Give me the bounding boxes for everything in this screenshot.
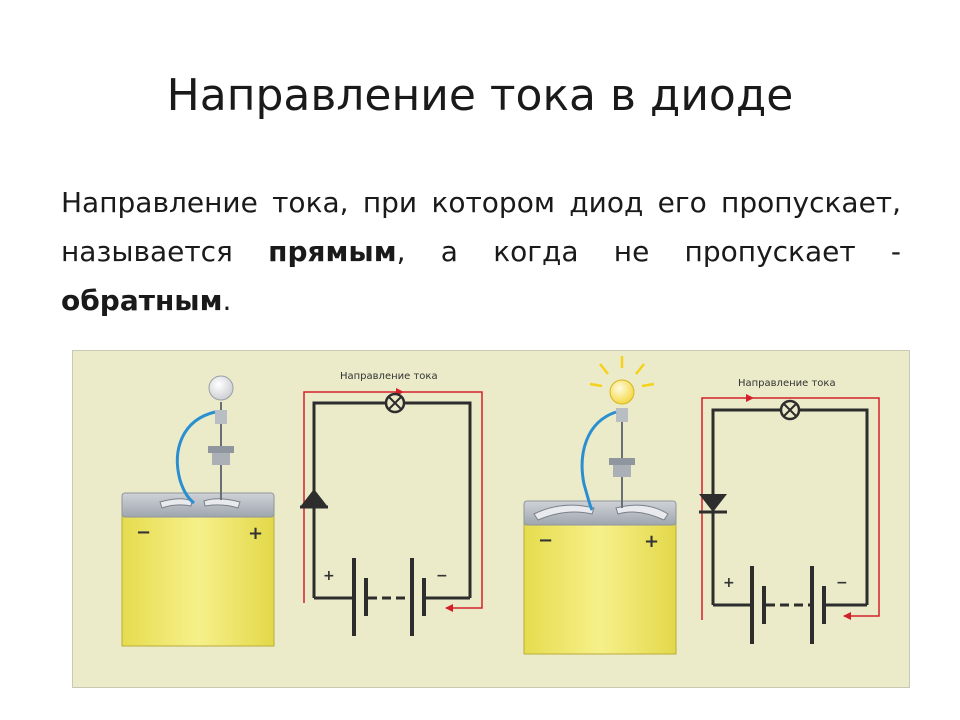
- body-text-part2: , а когда не пропускает -: [396, 235, 902, 268]
- term-forward: прямым: [268, 235, 397, 268]
- current-direction-label: Направление тока: [738, 378, 836, 389]
- lamp-bulb-off: [208, 375, 234, 401]
- current-direction-label: Направление тока: [340, 371, 438, 382]
- current-path: [701, 397, 880, 620]
- term-reverse: обратным: [61, 284, 223, 317]
- lamp-holder-top: [208, 446, 234, 453]
- lamp-base: [215, 410, 227, 424]
- body-text-part3: .: [222, 284, 232, 317]
- right-battery-assembly: − +: [523, 356, 677, 655]
- circuit-minus-sign: −: [836, 575, 848, 591]
- body-text-part1: Направление тока, при котором диод его п…: [61, 186, 901, 268]
- lamp-holder-body: [212, 453, 230, 465]
- lamp-bulb-lit: [609, 379, 635, 405]
- lamp-lead-wire: [580, 410, 617, 511]
- lamp-base: [616, 408, 628, 422]
- circuit-plus-sign: +: [723, 575, 735, 591]
- lamp-glow-rays: [589, 356, 655, 388]
- diode-symbol-icon: [300, 489, 328, 507]
- lamp-holder-top: [609, 458, 635, 465]
- right-schematic: Направление тока + −: [699, 378, 880, 644]
- lamp-symbol-cross: [783, 403, 797, 417]
- battery-body: [523, 517, 677, 655]
- battery-terminal: [615, 504, 669, 521]
- figure-svg: − + Направление тока + −: [72, 350, 910, 688]
- battery-body: [121, 509, 275, 647]
- battery-minus-sign: −: [538, 530, 553, 551]
- battery-plus-sign: +: [644, 531, 659, 552]
- slide-body-text: Направление тока, при котором диод его п…: [61, 178, 901, 325]
- lamp-symbol-cross: [388, 396, 402, 410]
- battery-plus-sign: +: [248, 523, 263, 544]
- current-arrow-top: [746, 394, 754, 402]
- current-arrow-bottom: [843, 612, 851, 620]
- lamp-holder-body: [613, 465, 631, 477]
- circuit-minus-sign: −: [436, 568, 448, 584]
- battery-terminal: [533, 504, 595, 521]
- battery-terminal: [203, 498, 241, 509]
- left-schematic: Направление тока + −: [300, 371, 483, 636]
- battery-cap: [121, 492, 275, 518]
- left-battery-assembly: − +: [121, 375, 275, 647]
- battery-terminal: [159, 498, 193, 509]
- battery-minus-sign: −: [136, 522, 151, 543]
- diode-symbol-icon: [699, 494, 727, 512]
- lamp-lead-wire: [175, 410, 216, 505]
- slide-title: Направление тока в диоде: [166, 70, 794, 121]
- circuit-plus-sign: +: [323, 568, 335, 584]
- current-path: [303, 391, 483, 609]
- diode-circuit-figure: − + Направление тока + −: [72, 350, 910, 688]
- current-arrow-bottom: [445, 604, 453, 612]
